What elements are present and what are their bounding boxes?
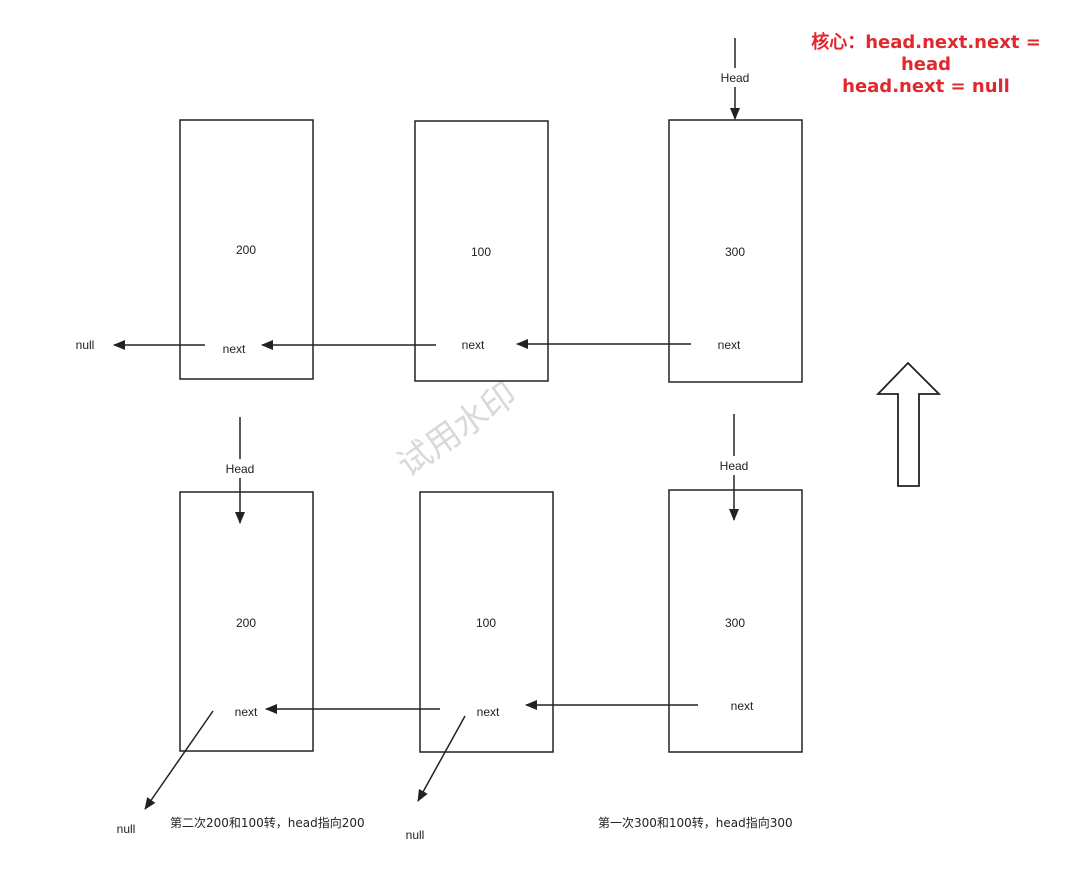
watermark: 试用水印 — [390, 375, 524, 486]
node-box-100-bottom — [419, 491, 554, 753]
node-value-100-top: 100 — [471, 245, 491, 259]
caption-second-step: 第二次200和100转，head指向200 — [170, 815, 365, 830]
next-label-200-top: next — [223, 342, 246, 356]
next-label-200-bottom: next — [235, 705, 258, 719]
pointer-200-to-null-bottom — [144, 710, 214, 810]
next-label-300-top: next — [718, 338, 741, 352]
node-box-300-top — [668, 119, 803, 383]
node-value-300-top: 300 — [725, 245, 745, 259]
core-note: 核心：head.next.next = head head.next = nul… — [800, 32, 1052, 98]
next-label-100-bottom: next — [477, 705, 500, 719]
node-value-200-top: 200 — [236, 243, 256, 257]
next-label-100-top: next — [462, 338, 485, 352]
head-label-200: Head — [226, 462, 255, 476]
node-value-100-bottom: 100 — [476, 616, 496, 630]
bottom-row: 200 100 300 next next next null null Hea… — [117, 414, 803, 842]
null-label-bottom-left: null — [117, 822, 136, 836]
node-value-300-bottom: 300 — [725, 616, 745, 630]
head-label-300: Head — [720, 459, 749, 473]
null-label-bottom-middle: null — [406, 828, 425, 842]
core-note-line-1: 核心：head.next.next = head — [811, 32, 1041, 75]
node-value-200-bottom: 200 — [236, 616, 256, 630]
core-note-line-2: head.next = null — [842, 76, 1010, 97]
top-row: 200 100 300 next next next null Head — [76, 38, 803, 383]
node-box-200-bottom — [179, 491, 314, 752]
caption-first-step: 第一次300和100转，head指向300 — [598, 815, 793, 830]
pointer-100-to-null-bottom — [417, 715, 466, 802]
next-label-300-bottom: next — [731, 699, 754, 713]
head-label-top: Head — [721, 71, 750, 85]
node-box-100-top — [414, 120, 549, 382]
node-box-200-top — [179, 119, 314, 380]
up-arrow-outline-icon — [875, 361, 942, 487]
null-label-top: null — [76, 338, 95, 352]
node-box-300-bottom — [668, 489, 803, 753]
